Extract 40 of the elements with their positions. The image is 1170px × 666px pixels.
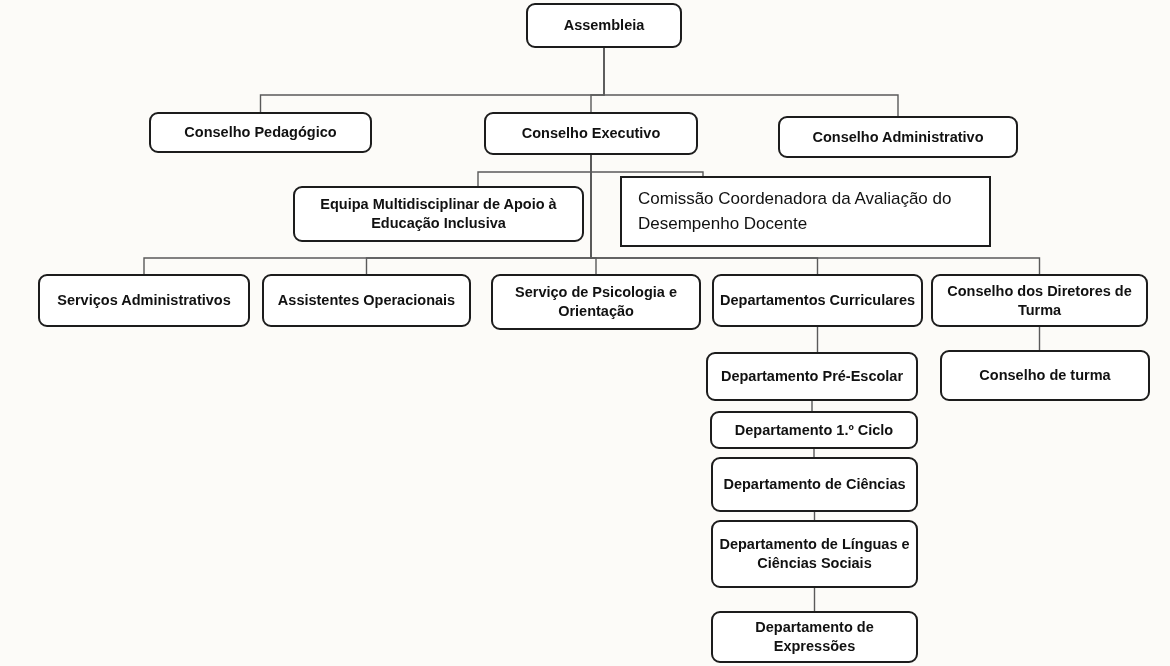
org-unit-box — [940, 350, 1150, 401]
unit-name: Serviço de Psicologia e Orientação — [514, 283, 678, 321]
text-box — [620, 176, 991, 247]
org-unit-box — [491, 274, 701, 330]
org-unit-box — [931, 274, 1148, 327]
unit-name: Departamento 1.º Ciclo — [734, 420, 894, 440]
unit-name: Assistentes Operacionais — [277, 291, 456, 310]
org-unit-box — [711, 520, 918, 588]
connector-line — [813, 587, 816, 612]
org-unit-box — [149, 112, 372, 153]
unit-name: Departamentos Curriculares — [720, 291, 915, 310]
unit-name: Conselho Pedagógico — [184, 123, 337, 142]
connector-line — [1038, 326, 1041, 351]
org-unit-box — [778, 116, 1018, 158]
unit-name: Departamento Pré-Escolar — [720, 367, 904, 386]
unit-name: Assembleia — [563, 16, 645, 35]
org-unit-box — [262, 274, 471, 327]
org-unit-box — [293, 186, 584, 242]
org-unit-box — [712, 274, 923, 327]
unit-name: Departamento de Expressões — [754, 618, 875, 656]
org-unit-box — [526, 3, 682, 48]
unit-name: Equipa Multidisciplinar de Apoio à Educação Inclusiva — [319, 195, 558, 233]
org-unit-box — [711, 611, 918, 663]
org-unit-box — [710, 411, 918, 449]
unit-name: Departamento de Línguas e Ciências Sociais — [719, 535, 910, 573]
connector-line — [603, 47, 899, 117]
org-unit-box — [484, 112, 698, 155]
unit-name: Conselho de turma — [979, 366, 1111, 385]
connector-line — [811, 400, 813, 412]
unit-name: Comissão Coordenadora da Avaliação do Desempenho Docente — [638, 187, 953, 235]
unit-name: Departamento de Ciências — [723, 475, 906, 494]
connector-line — [816, 326, 819, 353]
org-unit-box — [38, 274, 250, 327]
unit-name: Serviços Administrativos — [57, 291, 231, 310]
org-unit-box — [711, 457, 918, 512]
connector-line — [813, 448, 815, 458]
unit-name: Conselho Administrativo — [812, 127, 984, 147]
unit-name: Conselho dos Diretores de Turma — [946, 281, 1133, 320]
unit-name: Conselho Executivo — [521, 124, 661, 143]
org-unit-box — [706, 352, 918, 401]
